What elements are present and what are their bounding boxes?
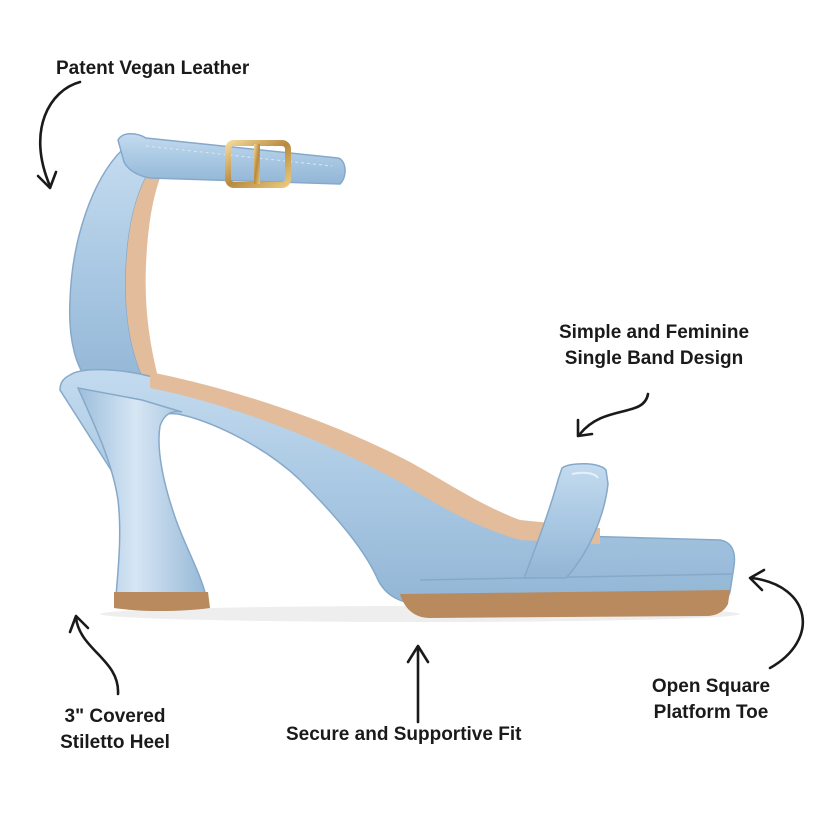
toe-band (522, 463, 609, 579)
callout-band-line2: Single Band Design (564, 348, 744, 369)
callout-band-line1: Simple and Feminine (558, 322, 750, 343)
insole (150, 372, 600, 544)
callout-heel-line1: 3" Covered (64, 706, 166, 727)
arrow-material-icon (36, 80, 82, 190)
ankle-strap-stitch (145, 145, 333, 167)
callout-material: Patent Vegan Leather (56, 58, 250, 79)
platform-line (419, 573, 733, 581)
callout-heel-line2: Stiletto Heel (60, 732, 170, 753)
callout-toe: Open Square Platform Toe (636, 674, 786, 726)
platform-sole (400, 590, 730, 618)
callout-fit: Secure and Supportive Fit (286, 724, 522, 745)
stiletto-heel (76, 387, 207, 597)
arrow-toe-icon (748, 568, 805, 670)
heel-lining (125, 170, 162, 392)
callout-heel: 3" Covered Stiletto Heel (40, 704, 190, 756)
callout-band: Simple and Feminine Single Band Design (540, 320, 768, 372)
arrow-band-icon (576, 392, 650, 438)
callout-toe-line2: Platform Toe (653, 702, 769, 723)
arrow-fit-icon (406, 644, 430, 724)
callout-toe-line1: Open Square (651, 676, 771, 697)
buckle (225, 140, 291, 188)
heel-tip (114, 592, 210, 611)
arrow-heel-icon (68, 614, 120, 696)
toe-band-highlight (571, 471, 599, 479)
buckle-pin (254, 144, 260, 184)
